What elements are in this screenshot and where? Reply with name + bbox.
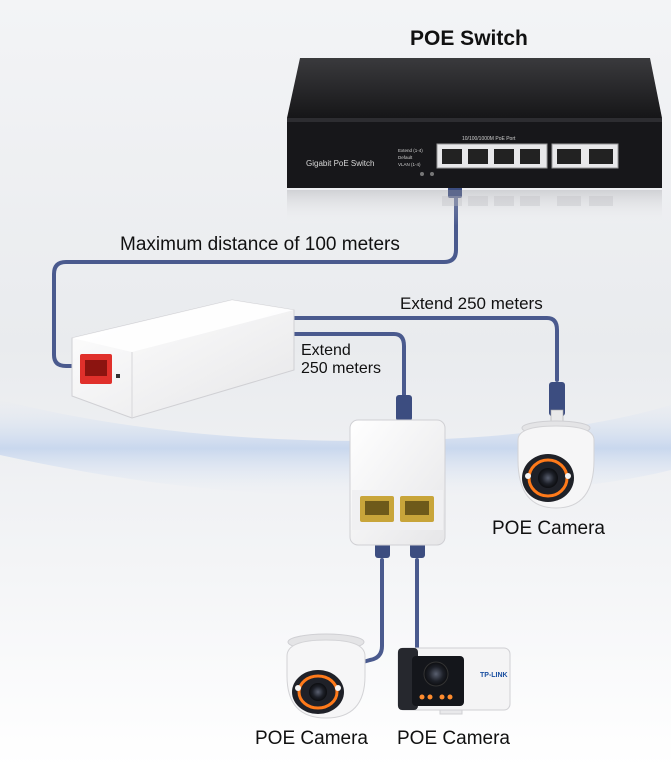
camera-right-label: POE Camera	[492, 518, 605, 539]
bullet-camera-icon: TP-LINK	[397, 647, 511, 715]
light-band	[0, 400, 671, 497]
camera-bottom-right-label: POE Camera	[397, 728, 510, 749]
dome-camera-icon	[517, 420, 595, 509]
switch-port-header: 10/100/1000M PoE Port	[462, 136, 516, 142]
extend-down-label: Extend 250 meters	[301, 342, 381, 378]
poe-splitter-icon	[349, 419, 446, 546]
camera-bottom-left-label: POE Camera	[255, 728, 368, 749]
max-distance-label: Maximum distance of 100 meters	[120, 234, 400, 255]
bullet-camera-brand: TP-LINK	[480, 672, 508, 679]
cable-extender-to-splitter	[288, 332, 406, 397]
cable-switch-to-extender	[52, 193, 458, 368]
extend-down-line1: Extend	[301, 342, 351, 359]
switch-mode-label-1: Extend (1-4)	[398, 148, 423, 153]
cable-splitter-to-camera-left	[354, 558, 384, 666]
dome-camera-icon	[286, 633, 366, 719]
poe-switch-icon: Gigabit PoE Switch 10/100/1000M PoE Port…	[287, 58, 662, 226]
poe-extender-icon	[71, 299, 295, 419]
extend-right-label: Extend 250 meters	[400, 294, 543, 313]
switch-mode-label-2: Default	[398, 155, 413, 160]
switch-title: POE Switch	[410, 27, 528, 50]
cable-extender-to-camera-right	[288, 316, 559, 382]
extend-down-line2: 250 meters	[301, 360, 382, 377]
switch-mode-label-3: VLAN (1-4)	[398, 162, 421, 167]
switch-brand-text: Gigabit PoE Switch	[306, 159, 374, 168]
